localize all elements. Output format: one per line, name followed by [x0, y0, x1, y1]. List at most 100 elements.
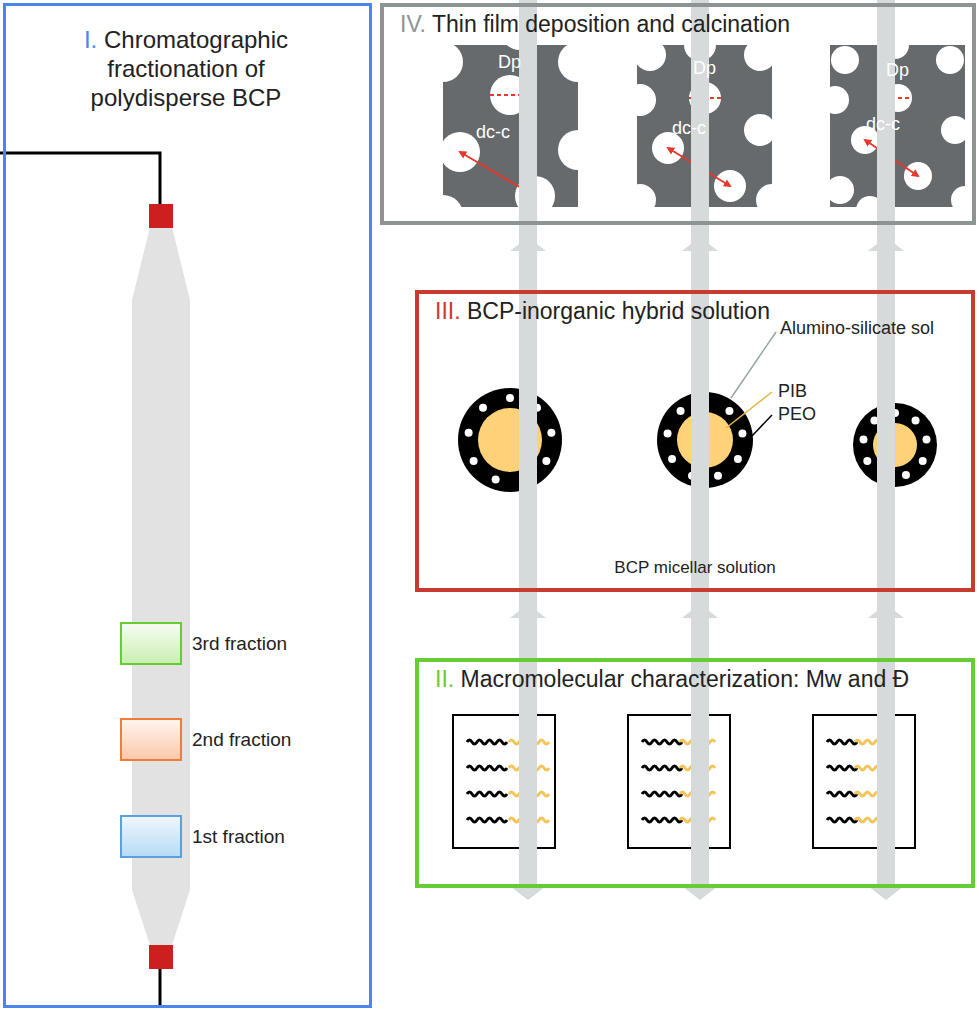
pore	[830, 86, 849, 114]
dimension-label: Dp	[498, 52, 521, 73]
process-arrow	[682, 604, 718, 646]
feed-line	[0, 153, 160, 205]
process-panel: I. Chromatographic fractionation of poly…	[3, 3, 372, 1008]
film-image	[830, 45, 965, 207]
pore	[443, 45, 463, 82]
pore	[637, 184, 656, 207]
column-cap	[149, 204, 173, 228]
pore	[744, 114, 772, 146]
fraction-band: 3rd fraction	[120, 622, 182, 665]
panel-number: III.	[435, 298, 461, 324]
fraction-band: 1st fraction	[120, 815, 182, 858]
process-arrow	[868, 604, 904, 646]
panel-heading: II. Macromolecular characterization: Mw …	[435, 666, 909, 694]
sol-particle	[738, 429, 746, 437]
sol-particle	[547, 429, 555, 437]
process-panel: II. Macromolecular characterization: Mw …	[415, 658, 975, 888]
leader-line	[731, 332, 776, 398]
sol-particle	[506, 394, 514, 402]
sol-particle	[919, 457, 927, 465]
film-matrix	[443, 45, 578, 207]
peo-chain	[827, 792, 857, 796]
sol-particle	[912, 416, 920, 424]
pib-chain	[855, 766, 880, 770]
pore	[637, 84, 656, 116]
dimension-label: Dp	[886, 60, 909, 81]
pore	[951, 186, 965, 207]
sol-particle	[902, 471, 910, 479]
pore	[936, 46, 964, 74]
peo-chain	[467, 818, 507, 822]
pore	[443, 195, 463, 207]
dimension-label: dc-c	[866, 114, 900, 135]
peo-chain	[642, 792, 682, 796]
fraction-label: 2nd fraction	[192, 729, 291, 751]
peo-shell	[458, 388, 562, 492]
panel-title: Thin film deposition and calcination	[432, 11, 790, 37]
panel-caption: BCP micellar solution	[419, 558, 971, 578]
process-arrow	[682, 237, 718, 278]
fraction-label: 1st fraction	[192, 826, 285, 848]
peo-chain	[642, 740, 682, 744]
pore	[831, 46, 859, 74]
part-label: Alumino-silicate sol	[780, 318, 934, 339]
sol-particle	[677, 407, 685, 415]
sol-particle	[863, 457, 871, 465]
pib-chain	[855, 740, 880, 744]
peo-chain	[467, 740, 507, 744]
dimension-label: dc-c	[476, 122, 510, 143]
process-arrow	[868, 0, 904, 900]
sol-particle	[859, 435, 867, 443]
sample-vial	[813, 715, 915, 848]
pore	[558, 130, 578, 170]
sol-particle	[923, 435, 931, 443]
peo-chain	[467, 792, 507, 796]
pore	[744, 45, 772, 71]
pore	[830, 176, 854, 204]
sol-particle	[664, 429, 672, 437]
panel-heading: III. BCP-inorganic hybrid solution	[435, 298, 770, 326]
sol-particle	[714, 472, 722, 480]
process-arrow	[510, 604, 546, 646]
pib-chain	[855, 818, 880, 822]
process-arrow	[510, 0, 546, 900]
pore	[558, 45, 578, 82]
dimension-label: Dp	[693, 58, 716, 79]
pore	[941, 116, 965, 144]
process-arrow	[510, 237, 546, 278]
peo-chain	[467, 766, 507, 770]
pore	[637, 45, 666, 71]
outlet-line	[159, 969, 162, 1008]
fraction-label: 3rd fraction	[192, 633, 287, 655]
sol-particle	[542, 457, 550, 465]
panel-number: IV.	[400, 11, 426, 37]
sol-particle	[479, 404, 487, 412]
peo-chain	[642, 766, 682, 770]
peo-chain	[642, 818, 682, 822]
film-image	[443, 45, 578, 207]
panel-number: II.	[435, 666, 454, 692]
pib-chain	[855, 792, 880, 796]
panel-title: Chromatographic fractionation of polydis…	[91, 26, 288, 111]
panel-title: BCP-inorganic hybrid solution	[467, 298, 770, 324]
sol-particle	[492, 475, 500, 483]
sample-vial	[453, 715, 555, 848]
sample-vial	[628, 715, 730, 848]
fraction-band: 2nd fraction	[120, 718, 182, 761]
peo-chain	[827, 766, 857, 770]
sol-particle	[725, 407, 733, 415]
panel-number: I.	[84, 26, 97, 53]
dimension-label: dc-c	[672, 118, 706, 139]
sol-particle	[668, 455, 676, 463]
sol-particle	[734, 455, 742, 463]
leader-line	[752, 415, 772, 436]
sol-particle	[465, 429, 473, 437]
part-label: PEO	[778, 404, 816, 425]
panel-title: Macromolecular characterization: Mw and …	[461, 666, 910, 692]
part-label: PIB	[778, 381, 807, 402]
panel-heading: IV. Thin film deposition and calcination	[400, 11, 790, 39]
column-cap	[149, 945, 173, 969]
peo-chain	[827, 818, 857, 822]
